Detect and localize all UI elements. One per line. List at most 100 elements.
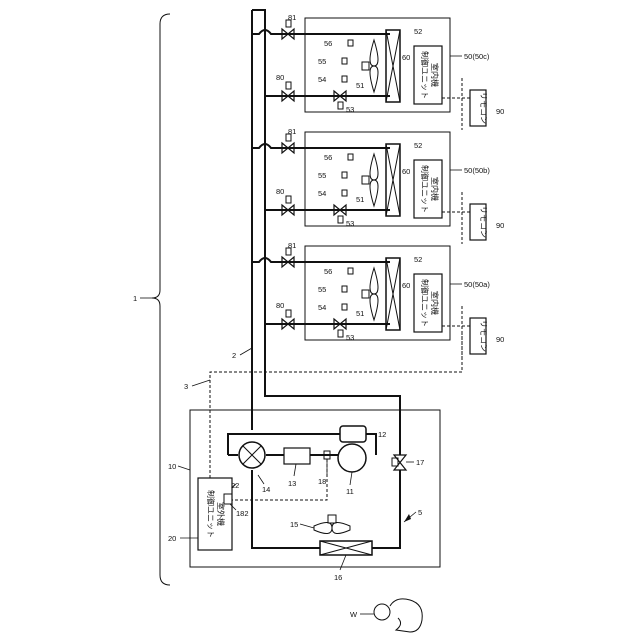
outdoor-fan-blade-left [314, 522, 332, 533]
remote-label: リモコン [479, 320, 488, 352]
valve-53-ref: 53 [346, 219, 354, 228]
compressor-ref: 11 [346, 487, 354, 496]
pipe-leader [240, 348, 252, 355]
sensor-54-ref: 54 [318, 303, 326, 312]
sensor-55 [342, 172, 347, 178]
indoor-units-group: 50(50c)8180535455565152室内機制御ユニット60リモコン90… [252, 13, 504, 358]
indoor-fan-blade-top [370, 40, 378, 66]
signal-leader [192, 380, 210, 386]
system-ref-label: 1 [133, 294, 137, 303]
indoor-hex-ref: 52 [414, 141, 422, 150]
compressor [338, 444, 366, 472]
valve-53-actuator [338, 102, 343, 109]
indoor-controller-line2: 制御ユニット [420, 165, 430, 213]
fan-ref: 15 [290, 520, 298, 529]
outdoor-hex-cross [320, 541, 372, 555]
indoor-fan-motor [362, 62, 369, 70]
indoor-fan-blade-bottom [370, 66, 378, 92]
indoor-unit-ref: 50(50c) [464, 52, 490, 61]
expansion-valve [394, 455, 406, 470]
indoor-controller-line2: 制御ユニット [420, 279, 430, 327]
sensor-56-ref: 56 [324, 267, 332, 276]
remote-label: リモコン [479, 92, 488, 124]
outdoor-controller-line1: 室外機 [216, 502, 226, 526]
valve-80-actuator [286, 82, 291, 89]
outdoor-right-top-pipe [366, 434, 376, 455]
accumulator [340, 426, 366, 442]
valve-81-ref: 81 [288, 127, 296, 136]
four-way-valve-cross [243, 446, 261, 464]
indoor-controller-ref: 60 [402, 281, 410, 290]
indoor-controller-line1: 室内機 [430, 291, 440, 315]
valve-80-actuator [286, 310, 291, 317]
sensor-54-ref: 54 [318, 189, 326, 198]
accumulator-ref: 12 [378, 430, 386, 439]
sensor-ref: 18 [318, 477, 326, 486]
user-head [374, 604, 390, 620]
indoor-unit: 50(50b)8180535455565152室内機制御ユニット60リモコン90 [252, 127, 504, 244]
indoor-hex-ref: 52 [414, 27, 422, 36]
sensor-54 [342, 190, 347, 196]
sensor-54 [342, 76, 347, 82]
indoor-controller-line2: 制御ユニット [420, 51, 430, 99]
indoor-gas-branch [252, 258, 390, 262]
sensor-55 [342, 286, 347, 292]
pipe-ref-label: 2 [232, 351, 236, 360]
circuit-ref: 5 [418, 508, 422, 517]
outdoor-controller-ref: 20 [168, 534, 176, 543]
remote-ref: 90 [496, 335, 504, 344]
indoor-controller-line1: 室内機 [430, 177, 440, 201]
dryer-leader [294, 464, 296, 476]
valve-80-ref: 80 [276, 187, 284, 196]
indoor-gas-branch [252, 144, 390, 148]
indoor-unit: 50(50a)8180535455565152室内機制御ユニット60リモコン90 [252, 241, 504, 358]
valve-53-actuator [338, 216, 343, 223]
sensor-terminal-ref: 182 [236, 509, 249, 518]
outdoor-right-pipe [372, 470, 400, 548]
sensor-54 [342, 304, 347, 310]
indoor-gas-branch [252, 30, 390, 34]
valve-81-ref: 81 [288, 13, 296, 22]
indoor-fan-motor [362, 176, 369, 184]
outdoor-controller-line2: 制御ユニット [206, 490, 216, 538]
outdoor-hex-ref: 16 [334, 573, 342, 582]
indoor-unit-ref: 50(50a) [464, 280, 490, 289]
sensor-56-ref: 56 [324, 153, 332, 162]
sensor-55-ref: 55 [318, 285, 326, 294]
fan-leader [300, 524, 314, 528]
indoor-hex-cross [386, 258, 400, 330]
sensor-55-ref: 55 [318, 57, 326, 66]
valve-53-ref: 53 [346, 105, 354, 114]
outdoor-unit-leader [178, 466, 190, 470]
indoor-controller-ref: 60 [402, 53, 410, 62]
indoor-fan-blade-bottom [370, 294, 378, 320]
four-way-leader [258, 475, 264, 484]
remote-ref: 90 [496, 221, 504, 230]
user-figure: W [350, 599, 422, 632]
indoor-fan-blade-top [370, 154, 378, 180]
indoor-fan-ref: 51 [356, 195, 364, 204]
outdoor-hex-leader [340, 555, 346, 570]
valve-80-actuator [286, 196, 291, 203]
remote-ref: 90 [496, 107, 504, 116]
four-way-ref: 14 [262, 485, 270, 494]
indoor-hex-cross [386, 144, 400, 216]
indoor-unit-ref: 50(50b) [464, 166, 490, 175]
valve-80-ref: 80 [276, 301, 284, 310]
indoor-hex-ref: 52 [414, 255, 422, 264]
circuit-arrowhead [404, 514, 411, 522]
system-bracket [152, 14, 170, 585]
outdoor-fan-motor [328, 515, 336, 523]
sensor-signal-line [232, 459, 327, 500]
sensor-56-ref: 56 [324, 39, 332, 48]
user-body [390, 599, 422, 632]
indoor-fan-motor [362, 290, 369, 298]
sensor-56 [348, 268, 353, 274]
sensor-line-ref: 22 [231, 481, 239, 490]
sensor-56 [348, 154, 353, 160]
dryer-ref: 13 [288, 479, 296, 488]
valve-53-ref: 53 [346, 333, 354, 342]
sensor-54-ref: 54 [318, 75, 326, 84]
valve-53-actuator [338, 330, 343, 337]
